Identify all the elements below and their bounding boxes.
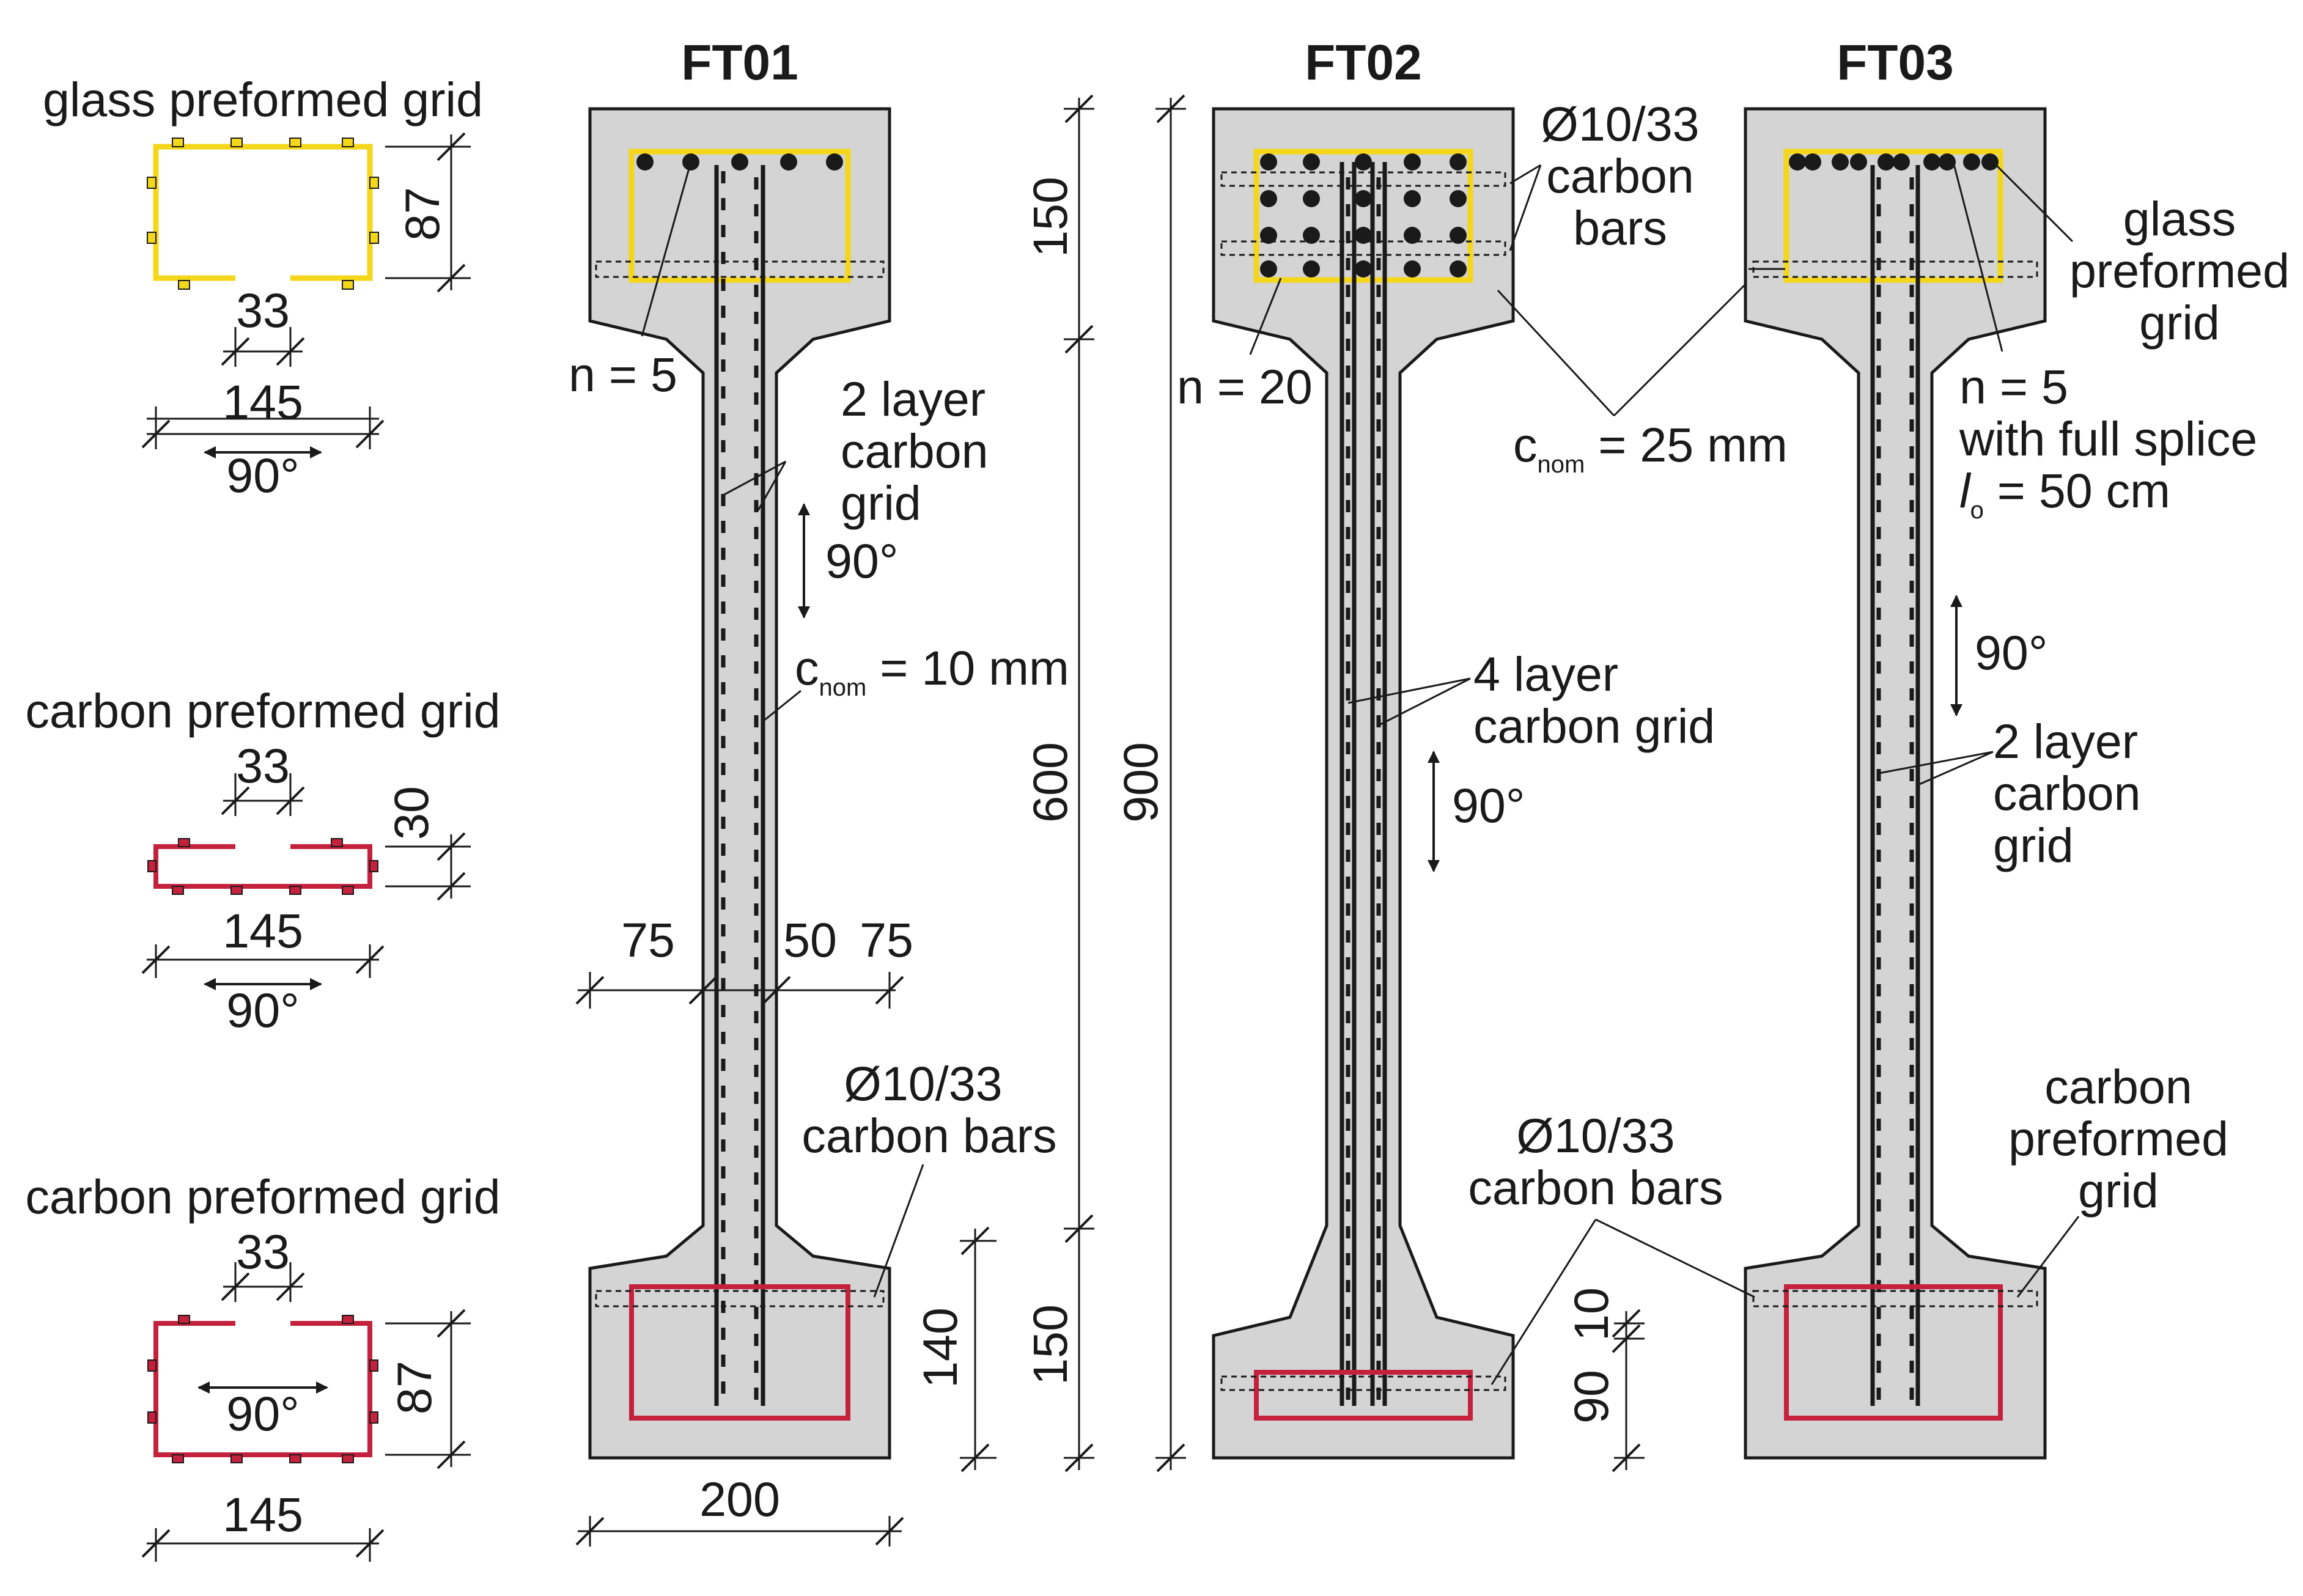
- legend-carbon2-angle: 90°: [226, 1386, 299, 1441]
- specimen-ft03: FT03 glass preformed grid n = 5 with ful…: [1564, 35, 2290, 1473]
- specimen-ft01: FT01 n = 5 2 layer carbon grid 90° cnom …: [569, 35, 1069, 1546]
- ft01-cnom: c: [795, 641, 819, 695]
- ft02-bars-bottom-1: Ø10/33: [1516, 1108, 1675, 1163]
- legend-carbon1-dim-33: 33: [236, 738, 290, 793]
- ft02-bars-bottom-2: carbon bars: [1468, 1160, 1723, 1215]
- ft01-grid-label-1: 2 layer: [841, 372, 986, 426]
- legend-glass-dim-33: 33: [236, 283, 290, 337]
- ft01-bars-label-1: Ø10/33: [844, 1056, 1002, 1111]
- ft01-dim-mid: 50: [783, 913, 837, 967]
- legend-carbon1-title: carbon preformed grid: [25, 683, 500, 738]
- ft01-bars-label-2: carbon bars: [801, 1108, 1056, 1163]
- ft02-bars-top-2: carbon: [1546, 149, 1694, 203]
- ft02-n-label: n = 20: [1177, 359, 1313, 414]
- svg-text:lo = 50 cm: lo = 50 cm: [1959, 463, 2170, 524]
- ft03-concrete: [1744, 107, 2047, 1460]
- legend-carbon2-dim-87: 87: [387, 1361, 441, 1414]
- ft03-lo-sub: o: [1970, 497, 1984, 524]
- ft01-n-label: n = 5: [569, 347, 677, 402]
- ft02-cnom-value: = 25 mm: [1585, 417, 1787, 472]
- ft02-cnom: c: [1513, 417, 1538, 472]
- legend-carbon1-angle: 90°: [226, 983, 299, 1037]
- legend-glass-dim-87: 87: [395, 187, 449, 241]
- ft02-title: FT02: [1305, 35, 1421, 90]
- ft03-dim-10: 10: [1564, 1287, 1618, 1341]
- specimen-ft02: FT02 Ø10/33 carbon bars n = 20 cnom = 25…: [1177, 35, 1788, 1460]
- ft03-glass-label-1: glass: [2123, 191, 2236, 246]
- ft02-bars-top-1: Ø10/33: [1541, 97, 1699, 151]
- ft01-grid-label-3: grid: [841, 476, 921, 530]
- legend-glass-dim-145: 145: [223, 375, 303, 429]
- ft01-width: 200: [699, 1472, 780, 1526]
- ft03-carbon-label-2: preformed: [2008, 1111, 2228, 1166]
- ft01-cnom-sub: nom: [819, 674, 867, 701]
- ft01-dim-140: 140: [913, 1307, 967, 1388]
- svg-text:cnom = 10 mm: cnom = 10 mm: [795, 641, 1069, 701]
- legend-glass-title: glass preformed grid: [43, 72, 483, 127]
- ft03-grid-label-2: carbon: [1993, 766, 2141, 820]
- ft03-lo: l: [1959, 463, 1972, 518]
- ft01-concrete: [588, 107, 891, 1460]
- ft03-n-label: n = 5: [1959, 359, 2068, 414]
- ft03-angle: 90°: [1975, 625, 2047, 680]
- ft02-grid-label-1: 4 layer: [1473, 647, 1618, 701]
- legend-carbon2-dim-33: 33: [236, 1224, 290, 1279]
- ft01-angle: 90°: [825, 534, 898, 588]
- ft02-dim-900: 900: [1113, 742, 1168, 823]
- ft01-dim-left: 75: [621, 913, 675, 967]
- legend-carbon2-title: carbon preformed grid: [25, 1169, 500, 1224]
- ft03-splice-label: with full splice: [1959, 411, 2257, 466]
- legend-carbon1-dim-30: 30: [384, 786, 438, 840]
- ft01-cnom-value: = 10 mm: [866, 641, 1069, 695]
- legend-carbon2-dim-145: 145: [223, 1487, 303, 1542]
- legend-carbon1-dim-145: 145: [223, 903, 303, 958]
- ft02-grid-label-2: carbon grid: [1473, 699, 1715, 753]
- ft02-bars-top-3: bars: [1573, 200, 1667, 255]
- ft02-angle: 90°: [1452, 778, 1525, 833]
- ft02-concrete: [1212, 107, 1515, 1460]
- ft02-dim-150-bot: 150: [1023, 1304, 1077, 1385]
- legend-glass-grid: glass preformed grid 87 33 145 90°: [43, 72, 483, 502]
- ft02-dim-600: 600: [1023, 742, 1077, 823]
- ft03-glass-label-3: grid: [2139, 295, 2220, 350]
- legend-carbon-grid-1: carbon preformed grid 33 30 145 90°: [25, 683, 500, 1037]
- ft03-title: FT03: [1837, 35, 1953, 90]
- ft01-grid-label-2: carbon: [841, 424, 989, 478]
- legend-carbon-grid-2: carbon preformed grid 33 90° 87 145: [25, 1169, 501, 1562]
- ft01-dim-right: 75: [860, 913, 913, 967]
- height-dimensions: 150 600 150 900: [1023, 94, 1186, 1473]
- ft02-cnom-sub: nom: [1538, 451, 1585, 478]
- ft02-dim-150-top: 150: [1023, 177, 1077, 257]
- ft03-glass-label-2: preformed: [2069, 243, 2290, 298]
- svg-text:cnom = 25 mm: cnom = 25 mm: [1513, 417, 1788, 478]
- ft03-grid-label-3: grid: [1993, 818, 2074, 872]
- ft03-dim-90: 90: [1564, 1370, 1618, 1424]
- ft03-grid-label-1: 2 layer: [1993, 714, 2138, 768]
- legend-glass-angle: 90°: [226, 448, 299, 502]
- ft03-carbon-label-3: grid: [2078, 1163, 2159, 1218]
- ft03-carbon-label-1: carbon: [2044, 1059, 2192, 1114]
- ft01-title: FT01: [681, 35, 798, 90]
- ft03-lo-value: = 50 cm: [1984, 463, 2170, 518]
